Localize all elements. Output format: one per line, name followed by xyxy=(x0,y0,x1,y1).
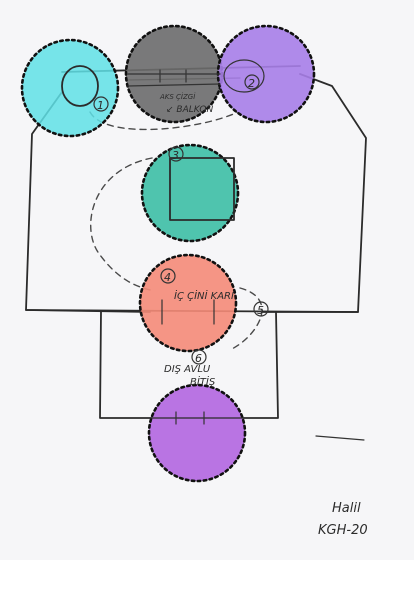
marker-2-circle xyxy=(244,74,260,90)
violet-line-ticks xyxy=(149,411,246,425)
teal-square-room xyxy=(169,157,235,221)
violet-circle xyxy=(147,383,247,483)
dashed-path-left xyxy=(90,157,153,291)
teal-circle xyxy=(140,143,240,243)
salmon-circle xyxy=(138,253,238,353)
cyan-inner-sketch xyxy=(61,65,99,107)
signature-name: Halil xyxy=(332,501,361,516)
label-bitis: BİTİŞ xyxy=(190,375,216,388)
marker-1-label: 1 xyxy=(97,99,104,112)
signature-code: KGH-20 xyxy=(318,523,368,538)
signature-stroke xyxy=(315,435,365,441)
marker-5-circle xyxy=(253,301,269,317)
purple-inner-sketch xyxy=(223,59,265,93)
marker-4-label: 4 xyxy=(164,271,171,284)
label-aks-cizgi: AKS ÇİZGİ xyxy=(159,92,196,101)
purple-circle xyxy=(216,24,316,124)
label-ic-cinikari: İÇ ÇİNİ KARI xyxy=(174,289,234,302)
gray-band-ticks xyxy=(127,69,221,87)
marker-6-label: 6 xyxy=(195,352,202,365)
marker-3-label: 3 xyxy=(172,149,179,162)
marker-3-circle xyxy=(168,146,184,162)
label-balkon: ↙ BALKON xyxy=(166,105,213,115)
marker-5-label: 5 xyxy=(257,304,264,317)
label-dis-avlu: DIŞ AVLU xyxy=(164,364,211,375)
marker-1-circle xyxy=(93,96,109,112)
salmon-ticks xyxy=(161,299,215,325)
cyan-circle xyxy=(20,38,120,138)
marker-2-label: 2 xyxy=(248,77,255,90)
dashed-path-right xyxy=(229,287,263,351)
marker-6-circle xyxy=(191,349,207,365)
marker-4-circle xyxy=(160,268,176,284)
